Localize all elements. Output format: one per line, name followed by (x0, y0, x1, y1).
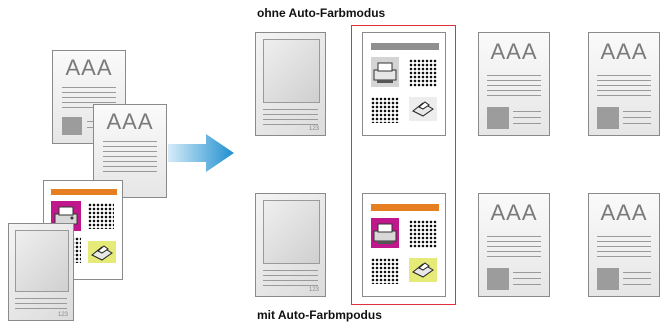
image-placeholder (487, 107, 509, 129)
output-page-color (362, 193, 446, 297)
dot-pattern (88, 203, 114, 229)
heading-text: AAA (490, 39, 538, 64)
image-placeholder (597, 107, 619, 129)
dot-pattern (371, 97, 399, 123)
heading-text: AAA (600, 39, 648, 64)
fax-icon (412, 101, 434, 117)
output-page-grayscale-bottom: 123 (255, 193, 326, 297)
page-number: 123 (308, 126, 319, 132)
gray-title-bar (371, 43, 439, 50)
heading-text: AAA (65, 55, 113, 80)
source-page-grayscale: 123 (8, 223, 74, 321)
image-placeholder (487, 268, 509, 290)
printer-icon (373, 62, 397, 83)
page-number: 123 (308, 287, 319, 293)
grayscale-image (15, 230, 69, 292)
dot-pattern (409, 59, 437, 87)
right-arrow-icon (168, 134, 234, 172)
output-page-text-bottom-2: AAA (588, 193, 660, 297)
printer-icon (373, 223, 397, 244)
heading-text: AAA (490, 200, 538, 225)
dot-pattern (409, 220, 437, 248)
highlight-frame (351, 25, 456, 305)
output-page-converted-grayscale (362, 32, 446, 136)
heading-text: AAA (600, 200, 648, 225)
orange-title-bar (51, 189, 117, 195)
grayscale-image (263, 200, 320, 264)
fax-icon (91, 245, 113, 261)
grayscale-image (263, 39, 320, 103)
orange-title-bar (371, 204, 439, 211)
output-page-text-top-1: AAA (478, 32, 550, 136)
page-number: 123 (57, 312, 68, 318)
image-placeholder (62, 117, 82, 135)
heading-text: AAA (106, 109, 154, 134)
caption-with-auto-color: mit Auto-Farbmpodus (257, 308, 382, 322)
output-page-text-bottom-1: AAA (478, 193, 550, 297)
caption-without-auto-color: ohne Auto-Farbmodus (257, 6, 386, 20)
output-page-grayscale-top: 123 (255, 32, 326, 136)
dot-pattern (371, 258, 399, 284)
output-page-text-top-2: AAA (588, 32, 660, 136)
image-placeholder (597, 268, 619, 290)
fax-icon (412, 262, 434, 278)
